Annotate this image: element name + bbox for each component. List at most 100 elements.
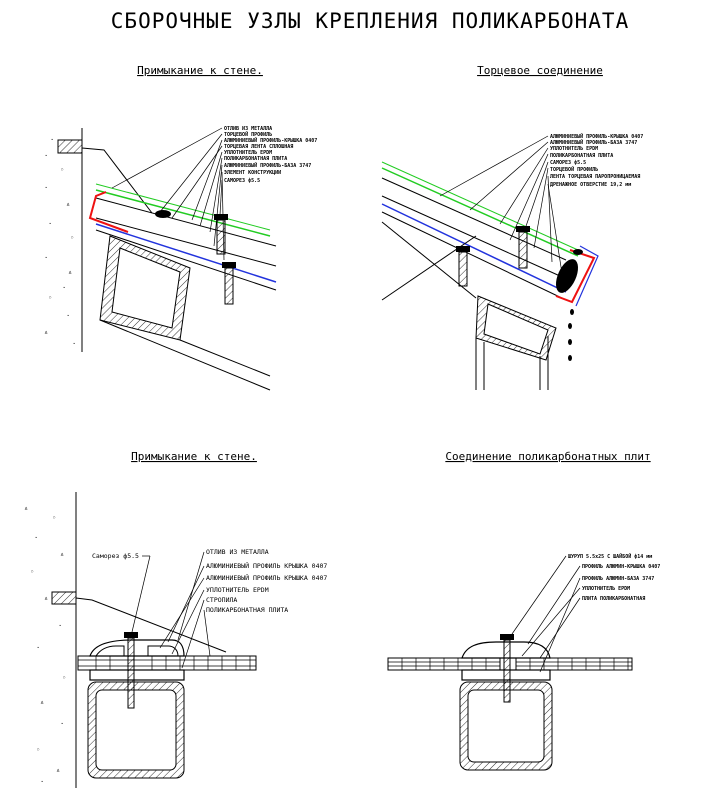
svg-text:САМОРЕЗ ф5.5: САМОРЕЗ ф5.5 xyxy=(224,177,260,184)
svg-text:УПЛОТНИТЕЛЬ EPDM: УПЛОТНИТЕЛЬ EPDM xyxy=(206,586,269,594)
svg-text:АЛЮМИНИЕВЫЙ ПРОФИЛЬ КРЫШКА 040: АЛЮМИНИЕВЫЙ ПРОФИЛЬ КРЫШКА 0407 xyxy=(206,561,327,570)
leader-lines-1 xyxy=(111,127,225,261)
svg-text:ПЛИТА ПОЛИКАРБОНАТНАЯ: ПЛИТА ПОЛИКАРБОНАТНАЯ xyxy=(582,596,645,602)
red-end-profile xyxy=(555,249,596,304)
metal-flashing xyxy=(57,139,83,154)
svg-text:▵: ▵ xyxy=(44,328,48,336)
screw-label: Саморез ф5.5 xyxy=(92,552,139,560)
svg-text:·: · xyxy=(66,312,70,320)
svg-text:▵: ▵ xyxy=(66,200,70,208)
panel-1-title: Примыкание к стене. xyxy=(137,64,263,77)
labels-1: ОТЛИВ ИЗ МЕТАЛЛА ТОРЦЕВОЙ ПРОФИЛЬ АЛЮМИН… xyxy=(224,126,317,184)
svg-text:ПРОФИЛЬ АЛЮМИН-БАЗА 3747: ПРОФИЛЬ АЛЮМИН-БАЗА 3747 xyxy=(582,576,654,582)
svg-text:◦: ◦ xyxy=(62,674,66,682)
green-profile-top xyxy=(381,161,579,251)
polycarbonate-plate xyxy=(77,655,257,671)
base-bottom xyxy=(95,229,277,291)
svg-text:▵: ▵ xyxy=(56,766,60,774)
svg-text:ПОЛИКАРБОНАТНАЯ ПЛИТА: ПОЛИКАРБОНАТНАЯ ПЛИТА xyxy=(224,156,287,162)
svg-text:АЛЮМИНИЕВЫЙ ПРОФИЛЬ КРЫШКА 040: АЛЮМИНИЕВЫЙ ПРОФИЛЬ КРЫШКА 0407 xyxy=(206,573,327,582)
blue-base xyxy=(381,203,567,293)
screw-icon xyxy=(214,214,228,255)
svg-text:ЭЛЕМЕНТ КОНСТРУКЦИИ: ЭЛЕМЕНТ КОНСТРУКЦИИ xyxy=(224,170,281,176)
plate-top xyxy=(381,177,567,261)
svg-text:АЛЮМИНИЕВЫЙ ПРОФИЛЬ-БАЗА 3747: АЛЮМИНИЕВЫЙ ПРОФИЛЬ-БАЗА 3747 xyxy=(224,161,311,169)
svg-text:▵: ▵ xyxy=(68,268,72,276)
flashing-line xyxy=(81,147,153,214)
metal-flashing xyxy=(51,591,77,605)
svg-text:·: · xyxy=(44,152,48,160)
roof-section-2 xyxy=(381,161,599,390)
svg-text:◦: ◦ xyxy=(30,568,34,576)
svg-text:▵: ▵ xyxy=(60,550,64,558)
green-profile xyxy=(95,189,271,237)
plate-top xyxy=(95,197,277,247)
cap-profile xyxy=(89,639,185,657)
panel-plate-joint: Соединение поликарбонатных плит xyxy=(387,450,660,771)
svg-text:САМОРЕЗ ф5.5: САМОРЕЗ ф5.5 xyxy=(550,159,586,166)
svg-text:·: · xyxy=(48,220,52,228)
panel-2-title: Торцевое соединение xyxy=(477,64,603,77)
panel-4-title: Соединение поликарбонатных плит xyxy=(445,450,650,463)
svg-text:◦: ◦ xyxy=(48,294,52,302)
svg-text:·: · xyxy=(44,254,48,262)
svg-text:·: · xyxy=(50,136,54,144)
base-bottom xyxy=(381,211,567,301)
screw-icon xyxy=(456,246,470,287)
base-profile xyxy=(89,669,185,681)
plate-bottom xyxy=(381,195,561,277)
svg-text:ТОРЦЕВОЙ ПРОФИЛЬ: ТОРЦЕВОЙ ПРОФИЛЬ xyxy=(224,130,272,138)
labels-3: ОТЛИВ ИЗ МЕТАЛЛА АЛЮМИНИЕВЫЙ ПРОФИЛЬ КРЫ… xyxy=(206,548,327,614)
svg-text:ДРЕНАЖНОЕ ОТВЕРСТИЕ 19,2 мм: ДРЕНАЖНОЕ ОТВЕРСТИЕ 19,2 мм xyxy=(550,182,631,188)
svg-text:ТОРЦЕВОЙ ПРОФИЛЬ: ТОРЦЕВОЙ ПРОФИЛЬ xyxy=(550,165,598,173)
roof-section-1 xyxy=(88,183,277,391)
panel-wall-junction-2: Примыкание к стене. ▵◦· ▵◦▵ ··◦ ▵·◦ ▵· xyxy=(24,450,327,788)
end-tape-seal xyxy=(555,259,579,293)
polycarbonate-plate-right xyxy=(515,657,633,671)
svg-text:СТРОПИЛА: СТРОПИЛА xyxy=(206,596,237,604)
red-end-profile xyxy=(88,191,129,233)
svg-text:◦: ◦ xyxy=(52,514,56,522)
svg-text:·: · xyxy=(60,720,64,728)
green-profile xyxy=(381,167,579,257)
panel-end-joint: Торцевое соединение xyxy=(381,64,643,390)
svg-text:УПЛОТНИТЕЛЬ EPDM: УПЛОТНИТЕЛЬ EPDM xyxy=(224,150,272,156)
seal-icon xyxy=(155,210,171,218)
svg-text:УПЛОТНИТЕЛЬ EPDM: УПЛОТНИТЕЛЬ EPDM xyxy=(550,146,598,152)
svg-text:ПОЛИКАРБОНАТНАЯ ПЛИТА: ПОЛИКАРБОНАТНАЯ ПЛИТА xyxy=(206,606,288,614)
green-profile-top xyxy=(95,183,271,231)
svg-text:▵: ▵ xyxy=(24,504,28,512)
leader-lines-2 xyxy=(439,135,565,287)
blue-base xyxy=(95,223,277,283)
svg-text:·: · xyxy=(40,778,44,786)
svg-text:ШУРУП 5.5х25 С ШАЙБОЙ ф14 мм: ШУРУП 5.5х25 С ШАЙБОЙ ф14 мм xyxy=(568,552,652,560)
svg-text:АЛЮМИНИЕВЫЙ ПРОФИЛЬ-КРЫШКА 040: АЛЮМИНИЕВЫЙ ПРОФИЛЬ-КРЫШКА 0407 xyxy=(550,132,643,140)
svg-text:ПРОФИЛЬ АЛЮМИН-КРЫШКА 0407: ПРОФИЛЬ АЛЮМИН-КРЫШКА 0407 xyxy=(582,564,660,570)
screw-icon xyxy=(516,226,530,269)
svg-text:ОТЛИВ ИЗ МЕТАЛЛА: ОТЛИВ ИЗ МЕТАЛЛА xyxy=(206,548,269,556)
svg-text:ПОЛИКАРБОНАТНАЯ ПЛИТА: ПОЛИКАРБОНАТНАЯ ПЛИТА xyxy=(550,153,613,159)
svg-text:◦: ◦ xyxy=(70,234,74,242)
labels-4: ШУРУП 5.5х25 С ШАЙБОЙ ф14 мм ПРОФИЛЬ АЛЮ… xyxy=(568,552,660,602)
svg-text:АЛЮМИНИЕВЫЙ ПРОФИЛЬ-КРЫШКА 040: АЛЮМИНИЕВЫЙ ПРОФИЛЬ-КРЫШКА 0407 xyxy=(224,136,317,144)
leader-lines-3 xyxy=(131,551,211,669)
svg-text:ОТЛИВ ИЗ МЕТАЛЛА: ОТЛИВ ИЗ МЕТАЛЛА xyxy=(224,126,272,132)
svg-text:▵: ▵ xyxy=(44,594,48,602)
svg-text:ТОРЦЕВАЯ ЛЕНТА СПЛОШНАЯ: ТОРЦЕВАЯ ЛЕНТА СПЛОШНАЯ xyxy=(224,144,293,150)
drain-drips xyxy=(568,309,574,361)
svg-text:ЛЕНТА ТОРЦЕВАЯ ПАРОПРОНИЦАЕМАЯ: ЛЕНТА ТОРЦЕВАЯ ПАРОПРОНИЦАЕМАЯ xyxy=(550,174,640,180)
svg-text:АЛЮМИНИЕВЫЙ ПРОФИЛЬ-БАЗА 3747: АЛЮМИНИЕВЫЙ ПРОФИЛЬ-БАЗА 3747 xyxy=(550,138,637,146)
svg-text:◦: ◦ xyxy=(36,746,40,754)
screw-icon xyxy=(124,632,138,709)
svg-text:УПЛОТНИТЕЛЬ EPDM: УПЛОТНИТЕЛЬ EPDM xyxy=(582,586,630,592)
polycarbonate-plate-left xyxy=(387,657,501,671)
screw-icon xyxy=(500,634,514,703)
drawing-title: СБОРОЧНЫЕ УЗЛЫ КРЕПЛЕНИЯ ПОЛИКАРБОНАТА xyxy=(111,9,629,33)
labels-2: АЛЮМИНИЕВЫЙ ПРОФИЛЬ-КРЫШКА 0407 АЛЮМИНИЕ… xyxy=(550,132,643,188)
svg-text:▵: ▵ xyxy=(40,698,44,706)
svg-text:·: · xyxy=(36,644,40,652)
panel-wall-junction-1: Примыкание к стене. ·◦· ▵·◦ ·▵◦ ·▵· ·· xyxy=(44,64,317,391)
leader-lines-4 xyxy=(511,555,581,673)
wall-fill-dots: ·◦· ▵·◦ ·▵◦ ·▵· ·· xyxy=(44,136,76,348)
